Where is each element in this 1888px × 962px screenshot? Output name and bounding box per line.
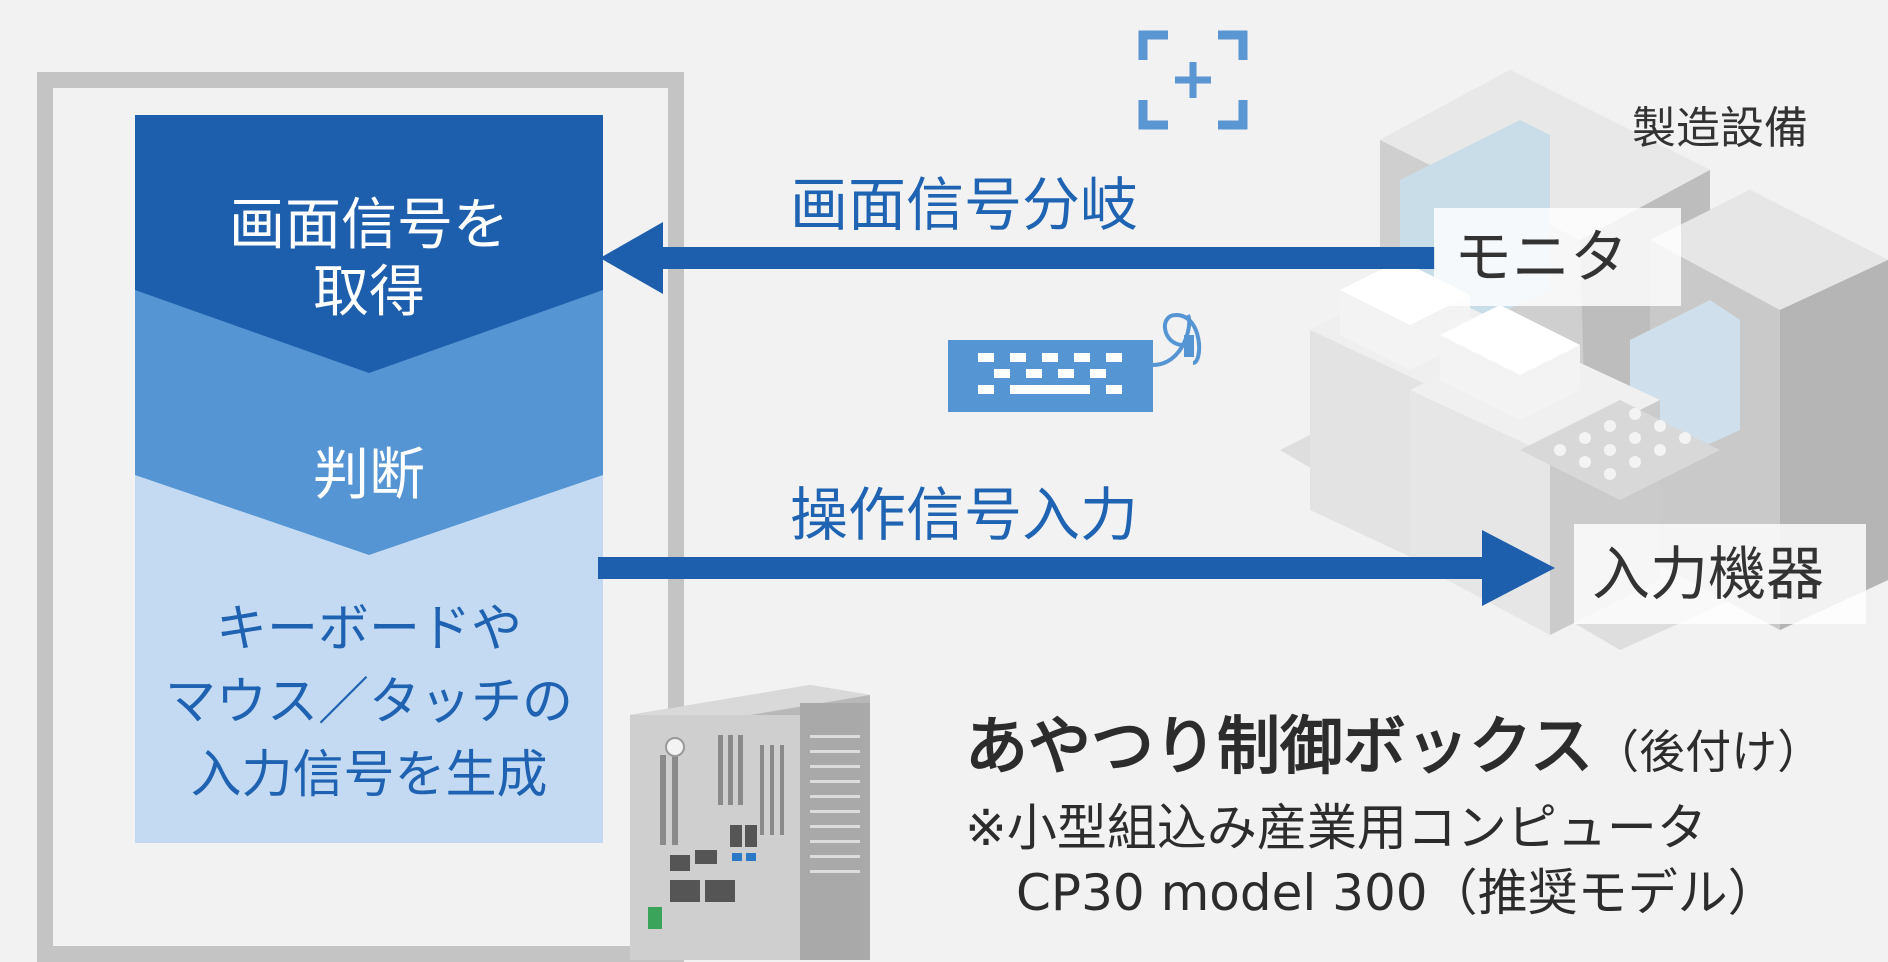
product-note-model: CP30 model 300（推奨モデル） — [1016, 864, 1778, 922]
screen-signal-label: 画面信号分岐 — [790, 171, 1139, 239]
focus-plus-icon — [1138, 30, 1248, 130]
product-title-suffix: （後付け） — [1593, 725, 1824, 779]
step3-label-line3: 入力信号を生成 — [190, 746, 548, 805]
step3-label: キーボードや — [215, 600, 522, 659]
process-flow-panel: 画面信号を 取得 判断 キーボードや マウス／タッチの 入力信号を生成 — [135, 115, 603, 843]
monitor-tag: モニタ — [1434, 208, 1681, 306]
step1-label-line2: 取得 — [313, 260, 425, 325]
equipment-label: 製造設備 — [1632, 103, 1808, 154]
product-title: あやつり制御ボックス（後付け） — [965, 696, 1823, 787]
process-flow-shapes — [135, 115, 603, 843]
step2-label: 判断 — [313, 443, 425, 508]
embedded-computer-illustration — [630, 685, 870, 960]
step1-label: 画面信号を — [229, 193, 509, 258]
step3-label-line2: マウス／タッチの — [164, 673, 573, 732]
keyboard-icon — [948, 312, 1202, 412]
input-device-tag: 入力機器 — [1574, 524, 1866, 624]
product-note: ※小型組込み産業用コンピュータ — [965, 799, 1707, 857]
operation-signal-label: 操作信号入力 — [790, 481, 1139, 549]
product-name: あやつり制御ボックス — [965, 710, 1594, 783]
